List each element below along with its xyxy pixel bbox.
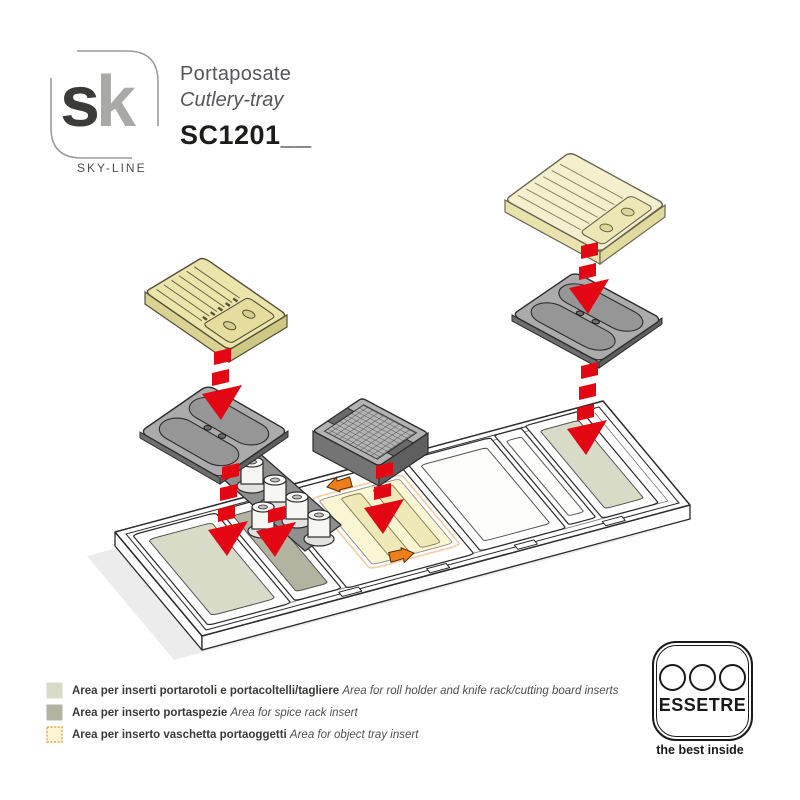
essetre-logo-inner-border: [656, 645, 749, 737]
essetre-circle-icon: [689, 664, 716, 691]
legend-label-it: Area per inserto vaschetta portaoggetti: [72, 728, 290, 741]
sk-logo: sk: [60, 66, 136, 138]
sk-logo-frame: [50, 50, 159, 159]
essetre-circle-icon: [719, 664, 746, 691]
essetre-logo: ESSETRE: [652, 641, 753, 741]
title-block: Portaposate Cutlery-tray SC1201__: [180, 63, 312, 151]
essetre-circles-icon: [654, 664, 751, 691]
model-code: SC1201__: [180, 120, 312, 150]
legend-swatch-spice: [46, 704, 63, 721]
cover-insert-right: [512, 272, 662, 368]
legend-label-it: Area per inserto portaspezie: [72, 706, 231, 719]
compartment-narrow: [494, 428, 596, 525]
legend-label-en: Area for object tray insert: [289, 728, 419, 741]
legend-row-spice: Area per inserto portaspezie Area for sp…: [46, 704, 358, 721]
compartment-large: [405, 438, 566, 551]
cutlery-tray: [115, 401, 690, 636]
legend-swatch-object-tray: [46, 726, 63, 743]
object-tray-area: [270, 461, 474, 588]
legend-row-roll-knife: Area per inserti portarotoli e portacolt…: [46, 682, 618, 699]
legend-row-object-tray: Area per inserto vaschetta portaoggetti …: [46, 726, 418, 743]
sk-logo-letter-k: k: [96, 62, 136, 142]
essetre-tagline: the best inside: [656, 743, 744, 757]
sky-line-label: SKY-LINE: [77, 161, 147, 175]
product-name-it: Portaposate: [180, 63, 292, 85]
legend-label-it: Area per inserti portarotoli e portacolt…: [72, 684, 343, 697]
legend-swatch-roll-knife: [46, 682, 63, 699]
knife-rack-insert-left: [145, 257, 287, 362]
legend-label-en: Area for spice rack insert: [230, 706, 358, 719]
compartment-roll-right: [525, 411, 659, 519]
cover-insert-left: [140, 385, 288, 484]
knife-rack-insert-right: [505, 152, 665, 264]
essetre-circle-icon: [659, 664, 686, 691]
compartment-roll-left: [132, 513, 291, 626]
tray-rim-bumps: [339, 516, 626, 596]
essetre-name: ESSETRE: [658, 695, 747, 715]
object-tray-dashed-outline: [311, 474, 460, 569]
product-name-en: Cutlery-tray: [180, 89, 284, 111]
legend-label-en: Area for roll holder and knife rack/cutt…: [342, 684, 619, 697]
sk-logo-letter-s: s: [60, 62, 100, 142]
